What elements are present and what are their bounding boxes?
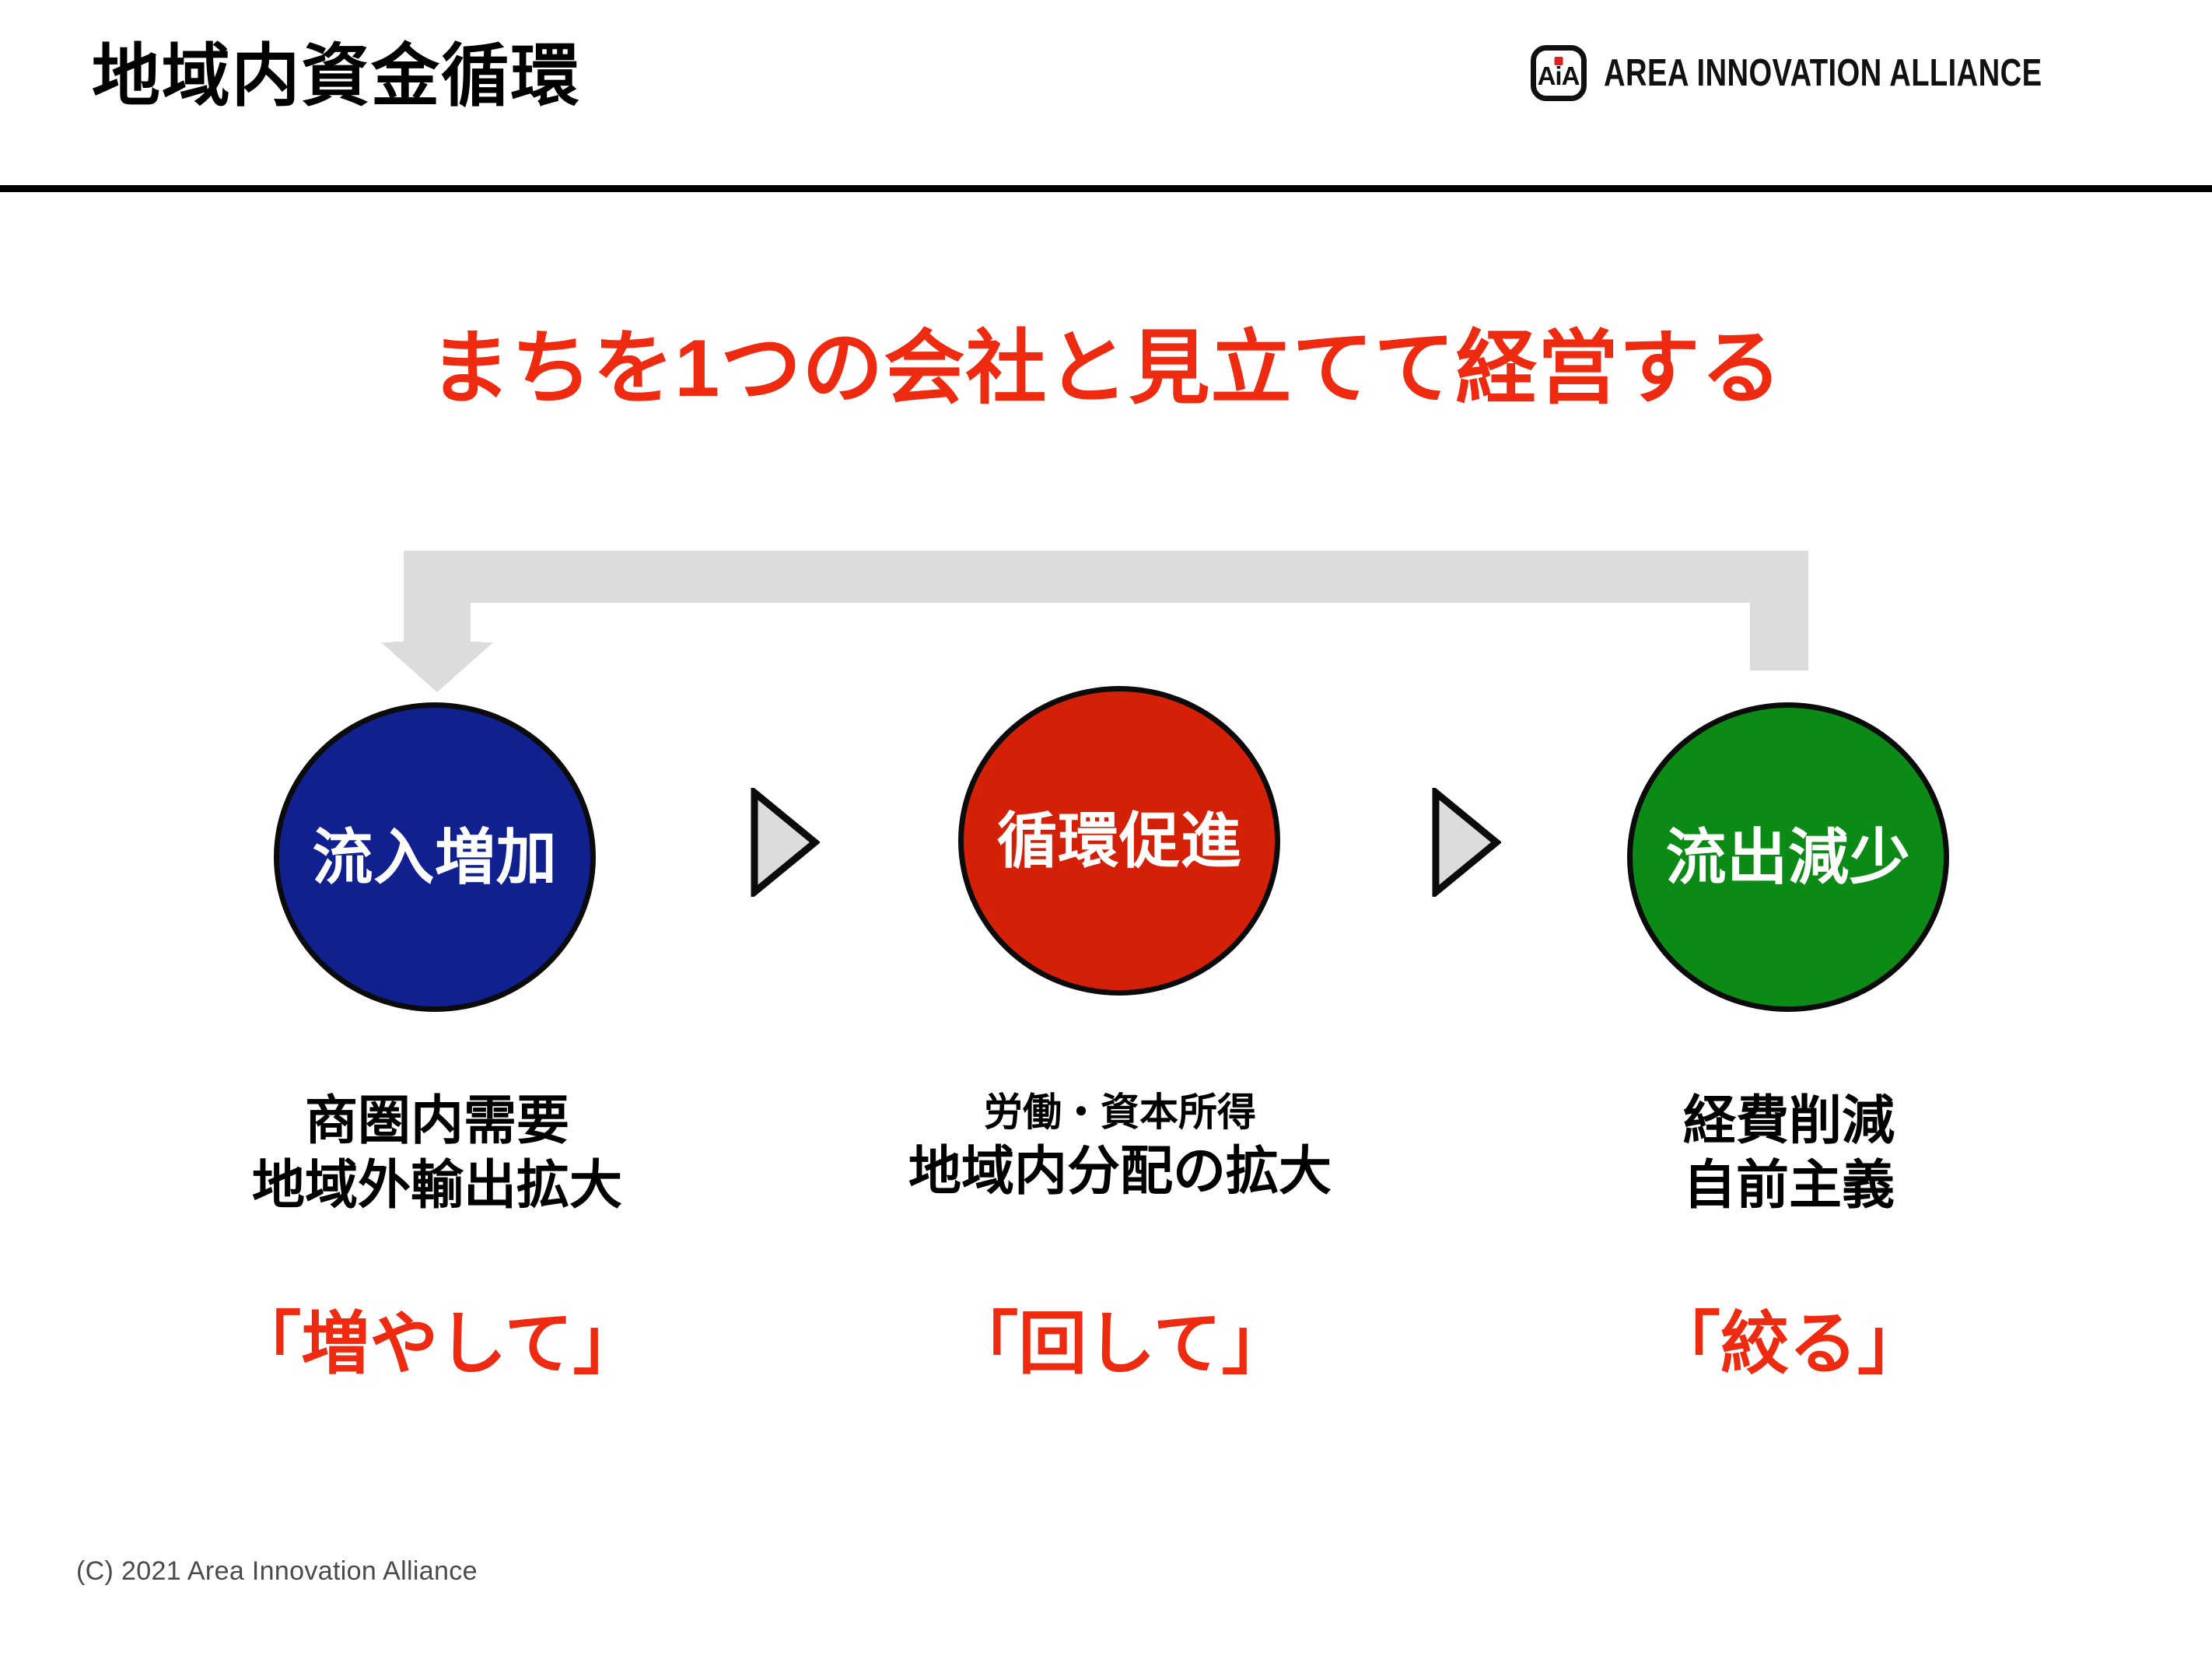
page-title: 地域内資金循環	[92, 37, 581, 114]
node-label-outflow: 流出減少	[1665, 823, 1911, 891]
caption-circulation: 労働・資本所得 地域内分配の拡大	[778, 1089, 1462, 1204]
caption-outflow: 経費削減 自前主義	[1462, 1089, 2116, 1218]
node-circle-outflow[interactable]: 流出減少	[1627, 702, 1949, 1012]
keyword-circulation: 「回して」	[950, 1305, 1290, 1382]
slide-header: 地域内資金循環 AiA AREA INNOVATION ALLIANCE	[0, 0, 2212, 192]
brand-logo: AiA AREA INNOVATION ALLIANCE	[1530, 45, 2165, 101]
badge-dot-icon	[1554, 57, 1563, 65]
caption-inflow-line-1: 商圏内需要	[304, 1091, 569, 1150]
node-label-circulation: 循環促進	[996, 807, 1242, 875]
caption-circulation-subtext: 労働・資本所得	[984, 1090, 1256, 1134]
caption-outflow-line-2: 自前主義	[1682, 1155, 1895, 1215]
node-circle-inflow[interactable]: 流入増加	[274, 702, 596, 1012]
keyword-outflow: 「絞る」	[1651, 1305, 1926, 1382]
node-label-inflow: 流入増加	[312, 823, 558, 891]
headline-text: まちを1つの会社と見立てて経営する	[429, 324, 1783, 414]
keyword-inflow: 「増やして」	[233, 1305, 642, 1382]
triangle-right-icon	[751, 788, 820, 897]
caption-inflow: 商圏内需要 地域外輸出拡大	[103, 1089, 772, 1218]
aia-badge-icon: AiA	[1530, 45, 1587, 101]
caption-inflow-line-2: 地域外輸出拡大	[251, 1155, 622, 1215]
caption-circulation-maintext: 地域内分配の拡大	[908, 1142, 1332, 1201]
header-divider	[0, 185, 2212, 192]
caption-outflow-line-1: 経費削減	[1682, 1091, 1895, 1150]
node-circle-circulation[interactable]: 循環促進	[958, 686, 1280, 996]
triangle-right-icon	[1432, 788, 1501, 897]
badge-label: AiA	[1537, 61, 1580, 90]
logo-wordmark: AREA INNOVATION ALLIANCE	[1603, 51, 2042, 94]
copyright-notice: (C) 2021 Area Innovation Alliance	[76, 1556, 478, 1586]
